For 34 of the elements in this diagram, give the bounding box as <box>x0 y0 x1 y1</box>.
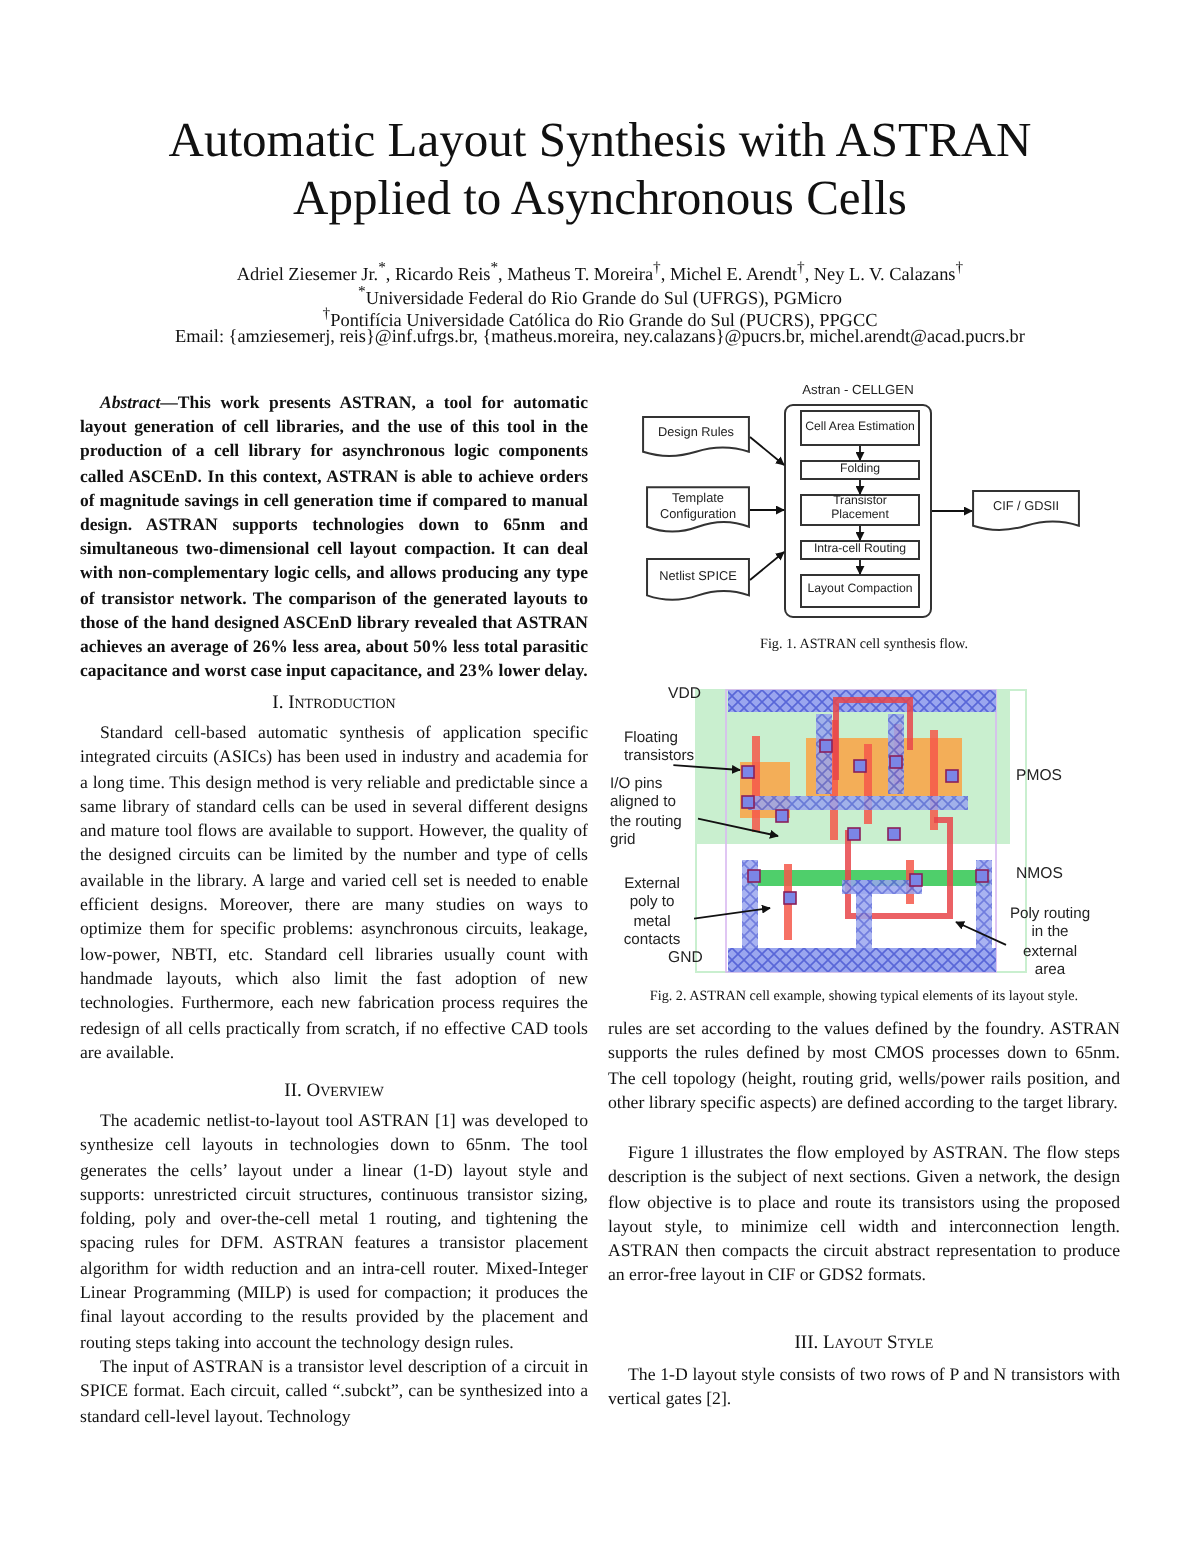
paragraph-text: Standard cell-based automatic synthesis of application specific integrated circuits (ASICs) has been used in industry and academia for a long time. This design method is very reliable and predictable since a same library of standard cells can be used in several different designs and mature tool flows are available to support. However, the quality of the designed circuits can be limited by the number and type of cells available in the library. A large and varied cell set is needed to enable efficient designs. Moreover, there are many studies on ways to optimize them for specific problems: asynchronous circuits, leakage, low-power, NBTI, etc. Standard cell libraries usually count with handmade layouts, which also limit the fast adoption of new technologies. Furthermore, each new fabrication process requires the redesign of all cells practically from scratch, if no effective CAD tools are available. <box>80 720 588 1065</box>
arrow <box>931 506 973 516</box>
arrow <box>855 559 865 575</box>
process-box <box>800 410 920 446</box>
paragraph-text: The academic netlist-to-layout tool ASTRAN [1] was developed to synthesize cell layouts in technologies down to 65nm. The tool generates the cells’ layout under a linear (1-D) layout style and supports: unrestricted circuit structures, continuous transistor sizing, folding, poly and over-the-cell metal 1 routing, and tightening the spacing rules for DFM. ASTRAN features a transistor placement algorithm for width reduction and an intra-cell router. Mixed-Integer Linear Programming (MILP) is used for compaction; it produces the final layout according to the results provided by the placement and routing steps taking into account the technology design rules. <box>80 1108 588 1354</box>
leader-line <box>697 817 779 839</box>
leader-line <box>693 904 771 920</box>
arrow <box>749 505 785 515</box>
paragraph-text: The 1-D layout style consists of two rows of P and N transistors with vertical gates [2]. <box>608 1362 1120 1412</box>
arrow <box>749 551 785 581</box>
arrow <box>855 445 865 461</box>
affiliation: $^{*}$Universidade Federal do Rio Grande do Sul (UFRGS), PGMicro <box>356 282 842 309</box>
paper-title: Automatic Layout Synthesis with ASTRAN Applied to Asynchronous Cells <box>166 112 1034 228</box>
section-heading: III. Layout Style <box>792 1334 936 1354</box>
group-box <box>784 384 932 618</box>
arrow <box>749 436 785 466</box>
document-shape <box>646 558 750 602</box>
process-box <box>800 460 920 480</box>
paragraph-text: The input of ASTRAN is a transistor level description of a circuit in SPICE format. Each circuit, called “.subckt”, can be synthesized into a standard cell-level layout. Technology <box>80 1354 588 1428</box>
leader-line <box>672 764 741 774</box>
arrow <box>855 525 865 541</box>
section-heading: I. Introduction <box>270 694 398 714</box>
arrow <box>855 479 865 495</box>
process-box <box>800 574 920 608</box>
paragraph-text: rules are set according to the values defined by the foundry. ASTRAN supports the rules defined by most CMOS processes down to 65nm. The cell topology (height, routing grid, wells/power rails position, and other library specific aspects) are defined according to the target library. <box>608 1016 1120 1115</box>
process-box <box>800 540 920 560</box>
abstract-text: Abstract—This work presents ASTRAN, a tool for automatic layout generation of cell libraries, and the use of this tool in the production of a cell library for asynchronous logic components called ASCEnD. In this context, ASTRAN is able to achieve orders of magnitude savings in cell generation time if compared to manual design. ASTRAN supports technologies down to 65nm and simultaneous two-dimensional cell layout compaction. It can deal with non-complementary logic cells, and allows producing any type of transistor network. The comparison of the generated layouts to those of the hand designed ASCEnD library revealed that ASTRAN achieves an average of 26% less area, about 50% less total parasitic capacitance and worst case input capacitance, and 23% lower delay. <box>80 390 588 683</box>
paragraph-text: Figure 1 illustrates the flow employed by ASTRAN. The flow steps description is the subject of next sections. Given a network, the design flow objective is to place and route its transistors using the proposed layout style, to minimize cell width and interconnection length. ASTRAN then compacts the circuit abstract representation to produce an error-free layout in CIF or GDS2 formats. <box>608 1140 1120 1288</box>
document-shape <box>642 416 750 458</box>
author-list: Adriel Ziesemer Jr.$^{*}$, Ricardo Reis$^{*}$, Matheus T. Moreira$^{†}$, Michel E. Arendt$^{†}$, Ney L. V. Calazans$^{†}$ <box>80 258 1120 285</box>
document-shape <box>646 486 750 534</box>
document-shape <box>972 490 1080 532</box>
process-box <box>800 494 920 526</box>
section-heading: II. Overview <box>282 1082 386 1102</box>
